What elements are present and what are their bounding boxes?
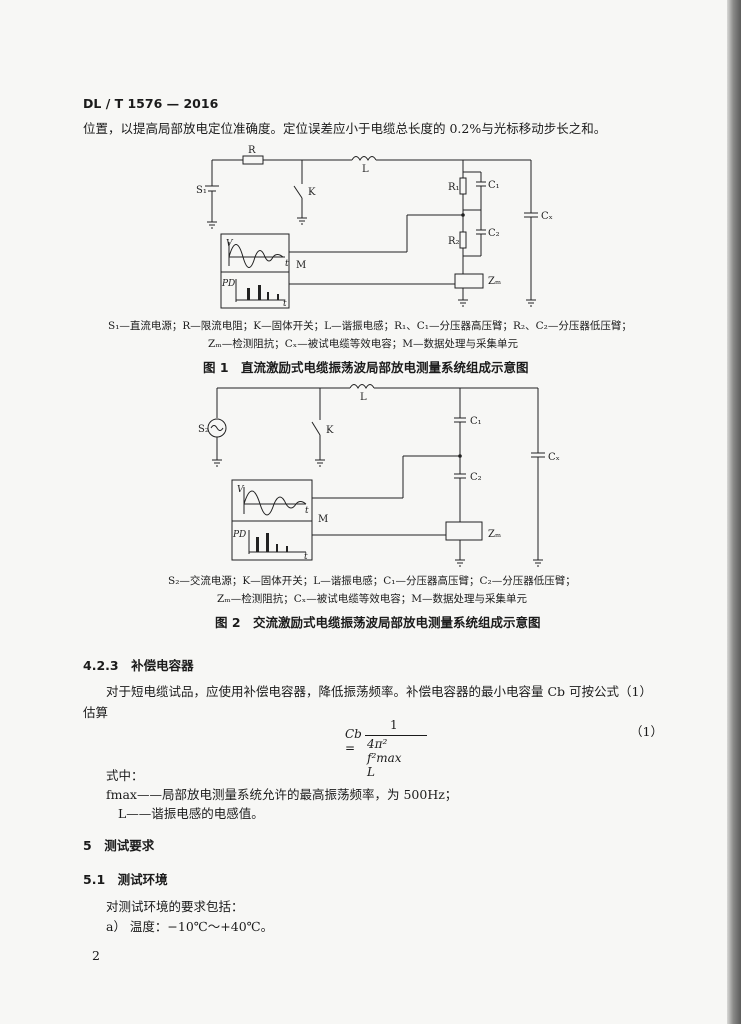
fig2-label-M: M [318, 514, 328, 525]
page-number: 2 [92, 948, 100, 963]
fig2-label-C2: C₂ [470, 472, 482, 483]
fig1-label-K: K [308, 187, 316, 198]
fig2-label-t1: t [305, 506, 309, 516]
fig2-legend-line2: Zₘ—检测阻抗；Cₓ—被试电缆等效电容；M—数据处理与采集单元 [217, 593, 527, 605]
fig2-caption: 图 2 交流激励式电缆振荡波局部放电测量系统组成示意图 [215, 615, 541, 630]
fig2-label-C1: C₁ [470, 416, 482, 427]
section-5-heading: 5 测试要求 [83, 838, 155, 853]
fig1-label-C2: C₂ [488, 228, 500, 239]
detect-impedance-Zm-2 [445, 521, 483, 541]
section-4-2-3-heading: 4.2.3 补偿电容器 [83, 658, 194, 673]
fig1-label-t1: t [285, 259, 289, 269]
formula-numerator: 1 [390, 718, 398, 732]
section-5-1-item-a: a） 温度：−10℃～+40℃。 [106, 919, 274, 934]
section-5-1-intro: 对测试环境的要求包括： [106, 899, 244, 914]
formula-number: （1） [630, 724, 663, 739]
fig1-label-V: V [226, 239, 234, 249]
section-4-2-3-para-line1: 对于短电缆试品，应使用补偿电容器，降低振荡频率。补偿电容器的最小电容量 Cb 可… [106, 684, 652, 699]
switch-K [293, 185, 303, 199]
fig1-caption: 图 1 直流激励式电缆振荡波局部放电测量系统组成示意图 [203, 360, 529, 375]
page-binding-edge [727, 0, 741, 1024]
fig1-label-PD: PD [221, 279, 235, 289]
definition-L: L——谐振电感的电感值。 [118, 806, 264, 821]
definition-fmax: fmax——局部放电测量系统允许的最高振荡频率，为 500Hz； [106, 787, 458, 802]
fig1-label-S1: S₁ [196, 185, 207, 196]
fig1-legend-line2: Zₘ—检测阻抗；Cₓ—被试电缆等效电容；M—数据处理与采集单元 [208, 338, 518, 350]
where-label: 式中： [106, 768, 144, 783]
fig1-label-L: L [362, 164, 369, 175]
formula-denominator: 4π² f²max L [367, 737, 402, 779]
fig2-label-t2: t [304, 552, 308, 562]
switch-K-2 [311, 421, 321, 436]
fig1-label-R2: R₂ [448, 236, 460, 247]
fig1-label-R: R [248, 145, 256, 156]
fig1-label-t2: t [283, 299, 287, 309]
fig2-label-L: L [360, 392, 367, 403]
inductor-L-2 [349, 384, 375, 390]
fig2-legend-line1: S₂—交流电源；K—固体开关；L—谐振电感；C₁—分压器高压臂；C₂—分压器低压… [168, 575, 576, 587]
inductor-L [351, 156, 377, 162]
detect-impedance-Zm [454, 273, 484, 289]
fig1-label-Zm: Zₘ [488, 276, 501, 287]
section-4-2-3-para-line2: 估算 [83, 705, 109, 720]
measurement-unit-M-2 [231, 479, 313, 561]
fig2-label-K: K [326, 425, 334, 436]
fig1-label-R1: R₁ [448, 182, 460, 193]
standard-header: DL / T 1576 — 2016 [83, 96, 219, 111]
fig1-label-C1: C₁ [488, 180, 500, 191]
section-5-1-heading: 5.1 测试环境 [83, 872, 168, 887]
measurement-unit-M [220, 233, 290, 309]
fig1-label-Cx: Cₓ [541, 211, 553, 222]
intro-line: 位置，以提高局部放电定位准确度。定位误差应小于电缆总长度的 0.2%与光标移动步… [83, 121, 607, 136]
fig2-label-V: V [237, 485, 245, 495]
fig2-label-S2: S₂ [198, 424, 209, 435]
fig1-legend-line1: S₁—直流电源；R—限流电阻；K—固体开关；L—谐振电感；R₁、C₁—分压器高压… [108, 320, 632, 332]
formula-lhs: Cb = [345, 727, 362, 755]
fig2-label-Cx: Cₓ [548, 452, 560, 463]
fig2-label-Zm: Zₘ [488, 529, 501, 540]
fig2-label-PD: PD [232, 530, 246, 540]
fig1-label-M: M [296, 260, 306, 271]
